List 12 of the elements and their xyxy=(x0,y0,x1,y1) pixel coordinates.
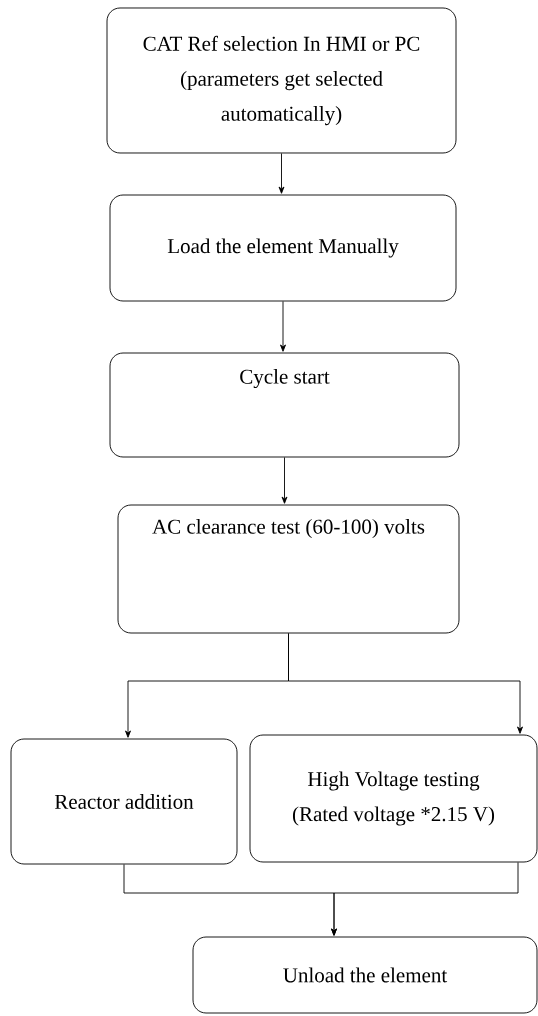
arrow xyxy=(278,153,285,194)
process-box: Cycle start xyxy=(109,352,460,458)
arrow xyxy=(281,457,288,504)
process-box: Load the element Manually xyxy=(109,194,457,302)
arrow xyxy=(288,633,523,734)
process-box: High Voltage testing (Rated voltage *2.15 V) xyxy=(249,734,538,863)
process-box: AC clearance test (60-100) volts xyxy=(117,504,460,634)
process-box: Unload the element xyxy=(192,936,538,1014)
arrow xyxy=(280,301,286,352)
process-box: CAT Ref selection In HMI or PC (parameters get selected automatically) xyxy=(106,7,457,154)
arrow xyxy=(331,862,519,936)
process-box: Reactor addition xyxy=(10,738,238,865)
